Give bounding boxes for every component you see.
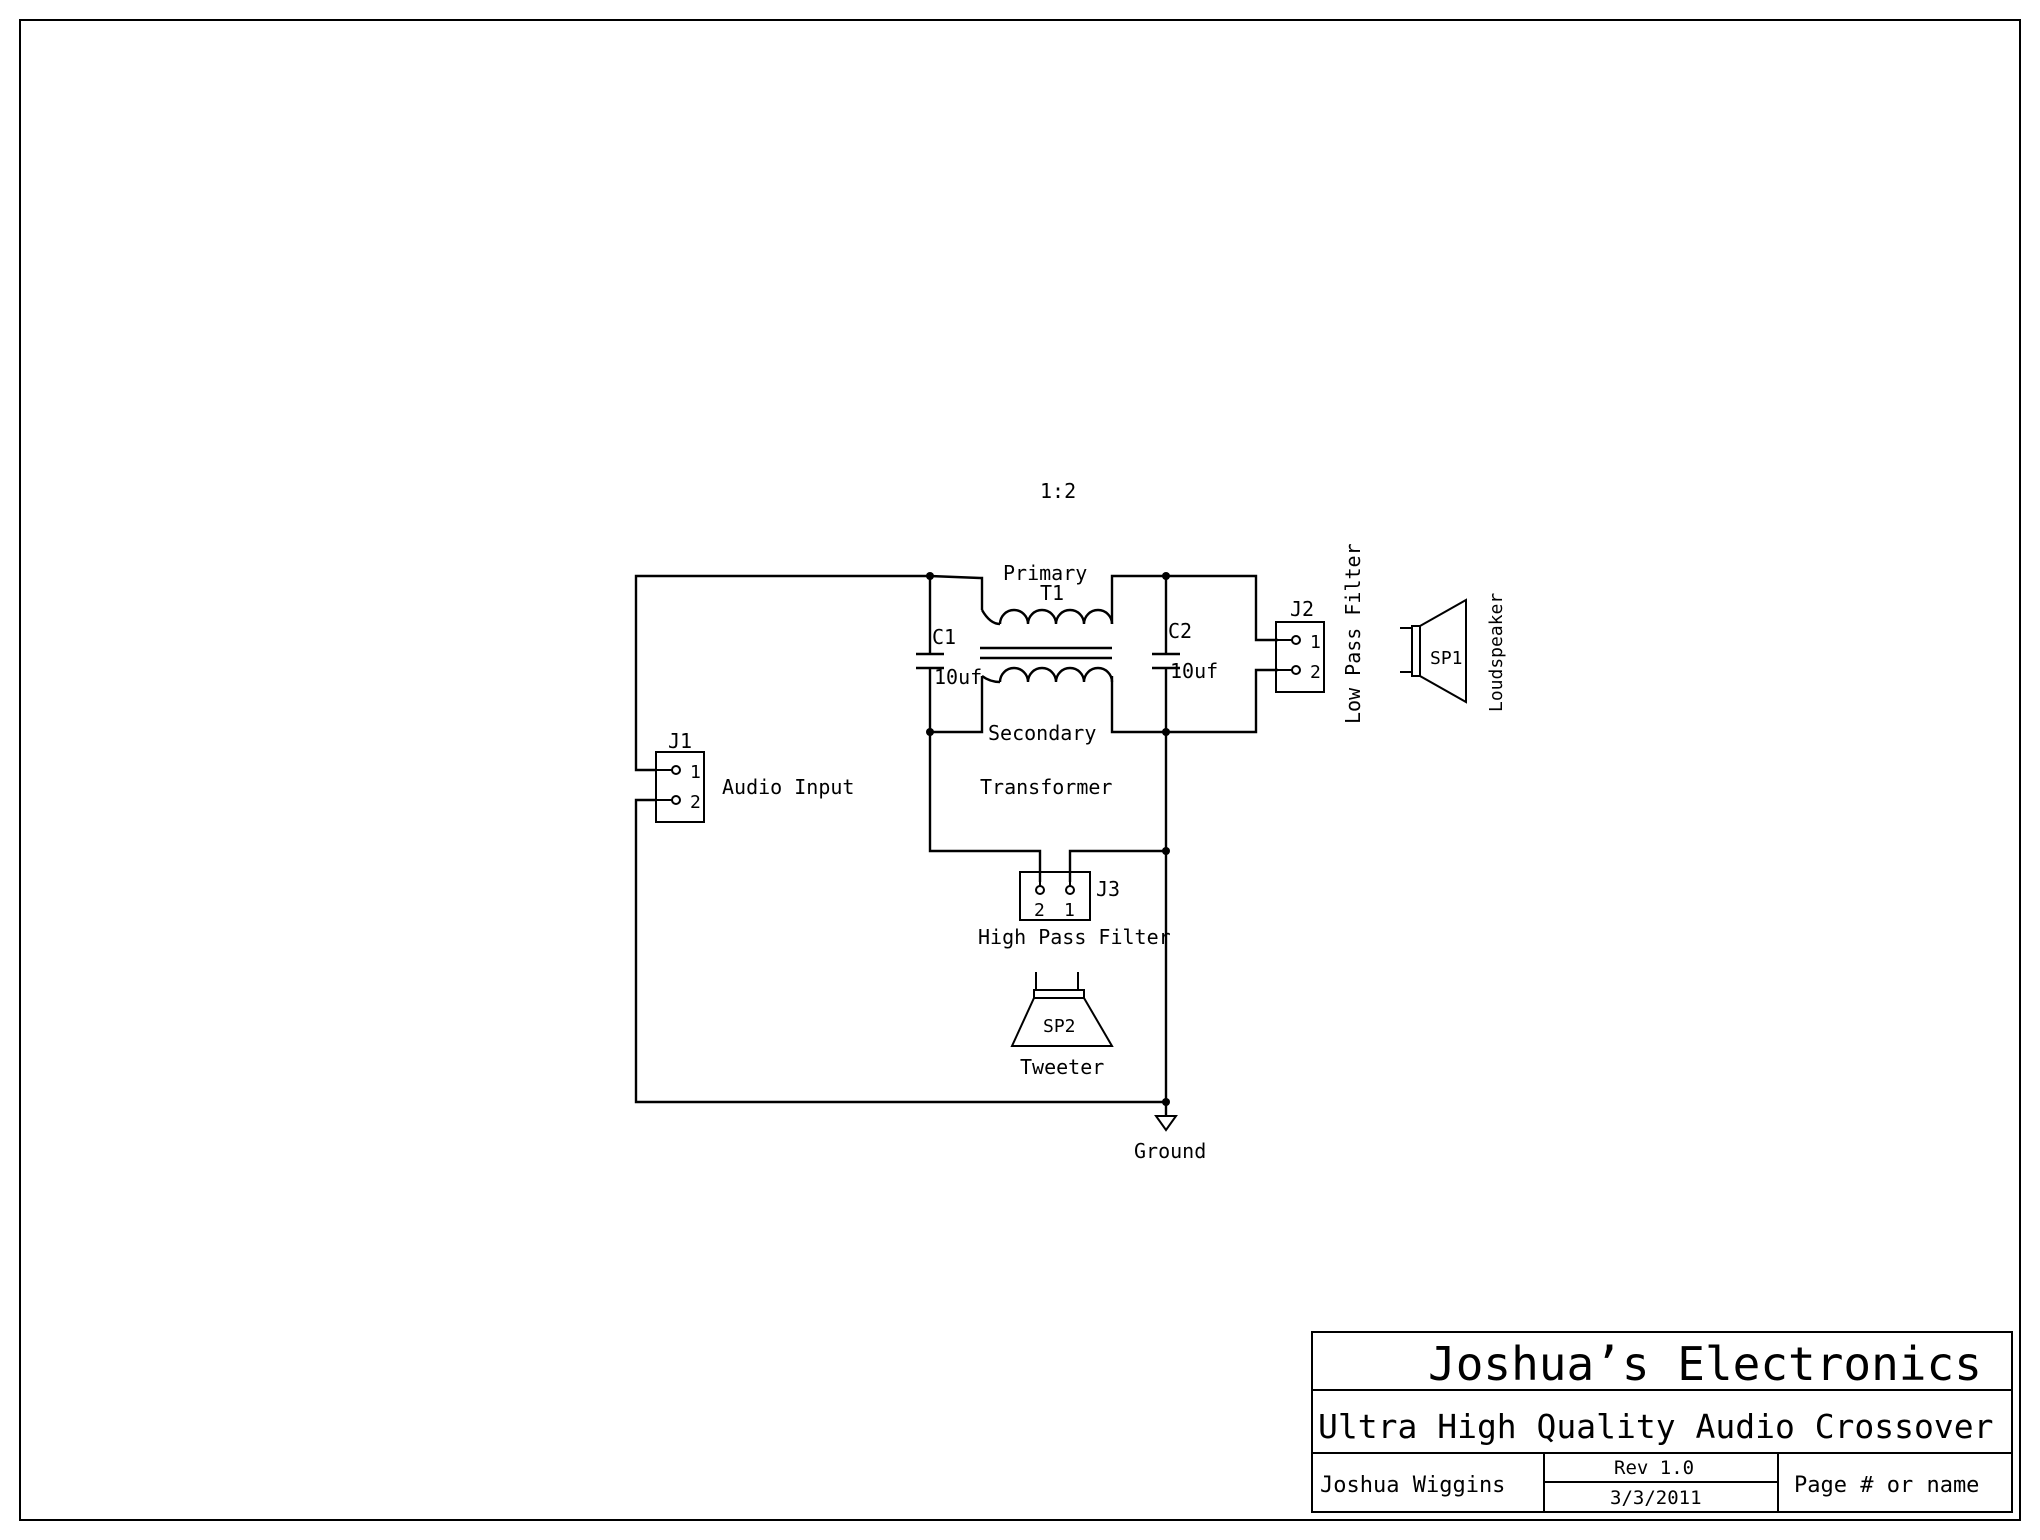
ground-label: Ground — [1134, 1139, 1206, 1163]
connector-j1-pin1: 1 — [690, 762, 701, 783]
capacitor-c2-ref: C2 — [1168, 619, 1192, 643]
connector-j3-label: High Pass Filter — [978, 925, 1171, 949]
title-block-company: Joshua’s Electronics — [1428, 1337, 1982, 1391]
transformer-ratio-label: 1:2 — [1040, 479, 1076, 503]
speaker-sp1[interactable] — [1400, 598, 1467, 704]
connector-j1-label: Audio Input — [722, 775, 854, 799]
capacitor-c2[interactable] — [1152, 652, 1180, 670]
transformer-secondary-label: Secondary — [988, 721, 1096, 745]
transformer-name-label: Transformer — [980, 775, 1112, 799]
transformer-primary-label: Primary — [1003, 561, 1087, 585]
junction-dots — [926, 572, 1170, 1106]
capacitor-c1[interactable] — [916, 652, 944, 670]
transformer-t1[interactable] — [980, 608, 1114, 684]
title-block-page: Page # or name — [1794, 1473, 1979, 1498]
title-block — [1311, 1331, 2013, 1513]
connector-j1-pin2: 2 — [690, 792, 701, 813]
connector-j2-label: Low Pass Filter — [1341, 543, 1365, 724]
ground-symbol — [1154, 1115, 1178, 1132]
speaker-sp2-ref: SP2 — [1043, 1016, 1076, 1037]
speaker-sp1-ref: SP1 — [1430, 648, 1463, 669]
connector-j3-pin2: 2 — [1034, 900, 1045, 921]
connector-j2-ref: J2 — [1290, 597, 1314, 621]
capacitor-c1-ref: C1 — [932, 625, 956, 649]
connector-j2[interactable] — [1275, 621, 1325, 693]
connector-j3[interactable] — [1019, 871, 1091, 921]
title-block-date: 3/3/2011 — [1610, 1487, 1702, 1509]
connector-j1[interactable] — [655, 751, 705, 823]
title-block-title: Ultra High Quality Audio Crossover — [1318, 1407, 1994, 1446]
transformer-ref-label: T1 — [1040, 581, 1064, 605]
connector-j3-ref: J3 — [1096, 877, 1120, 901]
capacitor-c2-value: 10uf — [1170, 659, 1218, 683]
sheet-border — [19, 19, 2021, 1521]
connector-j3-pin1: 1 — [1064, 900, 1075, 921]
speaker-sp1-label: Loudspeaker — [1486, 593, 1507, 712]
connector-j2-pin2: 2 — [1310, 662, 1321, 683]
speaker-sp2[interactable] — [1010, 972, 1114, 1047]
connector-j1-ref: J1 — [668, 729, 692, 753]
connector-j2-pin1: 1 — [1310, 632, 1321, 653]
wires — [634, 574, 1278, 1116]
title-block-author: Joshua Wiggins — [1320, 1473, 1505, 1498]
speaker-sp2-label: Tweeter — [1020, 1055, 1104, 1079]
title-block-revision: Rev 1.0 — [1614, 1457, 1694, 1479]
capacitor-c1-value: 10uf — [934, 665, 982, 689]
